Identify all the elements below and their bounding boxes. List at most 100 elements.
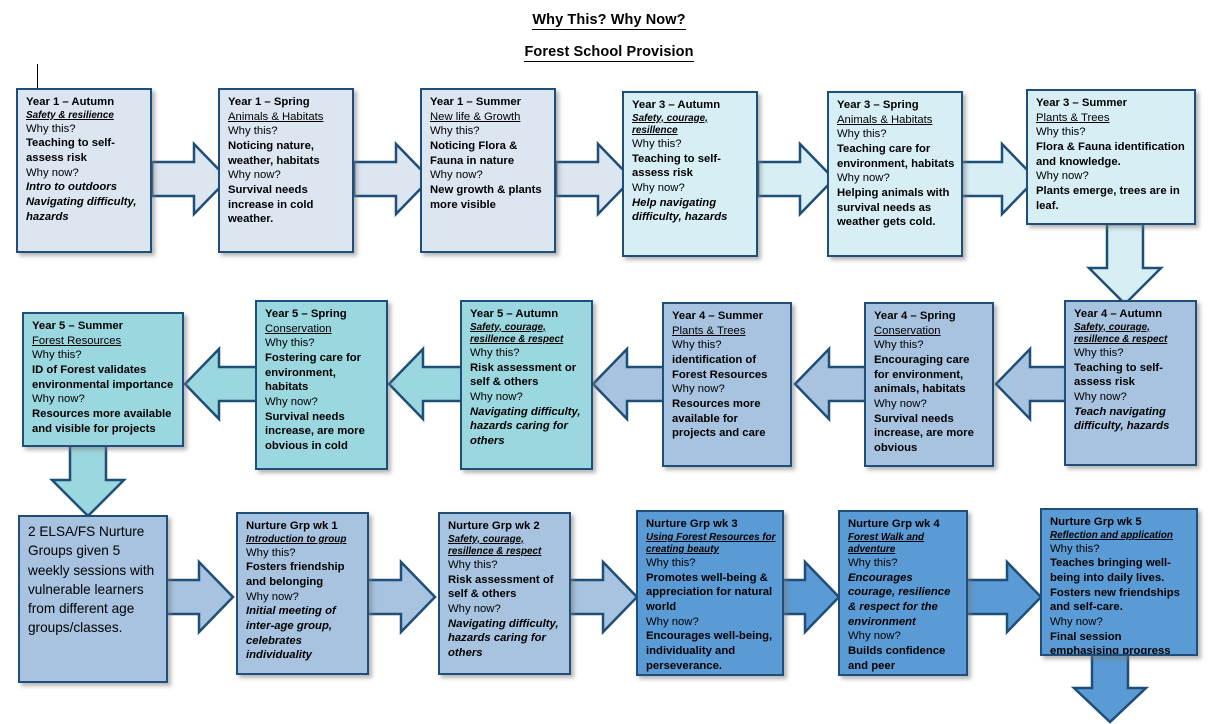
why-now-answer: Survival needs increase in cold weather. — [228, 184, 314, 226]
why-now-label: Why now? — [246, 590, 299, 603]
node-heading: Nurture Grp wk 2 — [448, 520, 540, 532]
node-year4-autumn[interactable]: Year 4 – Autumn Safety, courage, resille… — [1064, 300, 1197, 466]
node-subtitle: Plants & Trees — [672, 324, 746, 337]
why-this-answer: ID of Forest validates environmental imp… — [32, 364, 174, 391]
node-subtitle: Plants & Trees — [1036, 111, 1110, 124]
node-elsa-nurture-groups[interactable]: 2 ELSA/FS Nurture Groups given 5 weekly … — [18, 515, 168, 683]
node-nurture-wk3[interactable]: Nurture Grp wk 3 Using Forest Resources … — [636, 510, 784, 676]
why-now-label: Why now? — [26, 166, 79, 179]
node-subtitle: Animals & Habitats — [837, 113, 933, 126]
why-this-answer: Encouraging care for environment, animal… — [874, 354, 970, 396]
why-this-label: Why this? — [874, 339, 924, 352]
why-this-label: Why this? — [470, 346, 520, 359]
why-this-label: Why this? — [1050, 542, 1100, 555]
why-now-answer: Navigating difficulty, hazards caring fo… — [470, 405, 581, 447]
arrow-r2-2 — [387, 345, 467, 423]
node-subtitle: Safety, courage, resillence & respect — [1074, 321, 1168, 345]
node-heading: Year 5 – Spring — [265, 308, 347, 320]
why-now-answer: Help navigating difficulty, hazards — [632, 196, 728, 224]
page-subtitle-text: Forest School Provision — [524, 44, 694, 62]
why-this-label: Why this? — [1074, 346, 1124, 359]
why-this-answer: Teaches bringing well-being into daily l… — [1050, 557, 1180, 614]
why-now-answer: Builds confidence and peer cooperation — [848, 644, 946, 672]
why-this-label: Why this? — [228, 125, 278, 138]
node-heading: Year 3 – Spring — [837, 99, 919, 111]
node-heading: Year 1 – Spring — [228, 96, 310, 108]
why-now-answer: New growth & plants more visible — [430, 184, 542, 211]
why-now-label: Why now? — [1050, 616, 1103, 629]
why-now-label: Why now? — [265, 396, 318, 409]
why-now-answer: Survival needs increase, are more obviou… — [874, 412, 974, 455]
node-heading: Year 5 – Autumn — [470, 308, 559, 320]
why-this-label: Why this? — [1036, 126, 1086, 139]
why-this-answer: Risk assessment of self & others — [448, 573, 554, 601]
why-now-answer: Navigating difficulty, hazards caring fo… — [448, 617, 559, 659]
why-now-answer: Helping animals with survival needs as w… — [837, 187, 950, 229]
node-year3-summer[interactable]: Year 3 – Summer Plants & Trees Why this?… — [1026, 89, 1196, 225]
node-heading: Year 1 – Autumn — [26, 96, 115, 108]
node-subtitle: New life & Growth — [430, 110, 521, 123]
node-nurture-wk1[interactable]: Nurture Grp wk 1 Introduction to group W… — [236, 512, 369, 675]
why-this-label: Why this? — [448, 558, 498, 571]
node-subtitle: Safety, courage, resillence & respect — [470, 321, 564, 345]
node-heading: Year 4 – Autumn — [1074, 308, 1163, 320]
why-this-answer: Flora & Fauna identification and knowled… — [1036, 141, 1185, 168]
node-subtitle: Forest Resources — [32, 334, 122, 347]
node-heading: Year 4 – Spring — [874, 310, 956, 322]
why-now-answer: Initial meeting of inter-age group, cele… — [246, 605, 336, 662]
arrow-r2-1 — [183, 345, 263, 423]
arrow-r3-5 — [963, 558, 1043, 636]
why-now-answer: Encourages well-being, individuality and… — [646, 630, 773, 672]
node-year3-spring[interactable]: Year 3 – Spring Animals & Habitats Why t… — [827, 91, 963, 257]
arrow-r1-1 — [150, 140, 230, 218]
node-year3-autumn[interactable]: Year 3 – Autumn Safety, courage, resille… — [622, 91, 758, 257]
why-this-label: Why this? — [265, 337, 315, 350]
why-this-label: Why this? — [848, 556, 898, 569]
node-subtitle: Conservation — [265, 322, 332, 335]
why-now-label: Why now? — [470, 390, 523, 403]
node-heading: Year 3 – Autumn — [632, 99, 721, 111]
node-heading: Nurture Grp wk 4 — [848, 518, 940, 530]
arrow-exit-bottom — [1070, 650, 1150, 724]
arrow-r1-3 — [554, 140, 634, 218]
why-this-label: Why this? — [837, 128, 887, 141]
node-year5-summer[interactable]: Year 5 – Summer Forest Resources Why thi… — [22, 312, 184, 447]
node-year5-spring[interactable]: Year 5 – Spring Conservation Why this? F… — [255, 300, 388, 470]
why-this-answer: Fostering care for environment, habitats — [265, 352, 362, 394]
why-this-label: Why this? — [672, 339, 722, 352]
node-year1-summer[interactable]: Year 1 – Summer New life & Growth Why th… — [420, 88, 556, 253]
node-year1-autumn[interactable]: Year 1 – Autumn Safety & resilience Why … — [16, 88, 152, 253]
node-year5-autumn[interactable]: Year 5 – Autumn Safety, courage, resille… — [460, 300, 593, 470]
why-now-label: Why now? — [228, 169, 281, 182]
arrow-r2-3 — [591, 345, 671, 423]
node-year4-summer[interactable]: Year 4 – Summer Plants & Trees Why this?… — [662, 302, 792, 467]
node-nurture-wk4[interactable]: Nurture Grp wk 4 Forest Walk and adventu… — [838, 510, 968, 676]
page-subtitle: Forest School Provision — [0, 44, 1218, 62]
why-now-label: Why now? — [672, 383, 725, 396]
why-now-label: Why now? — [1036, 170, 1089, 183]
node-heading: Nurture Grp wk 5 — [1050, 516, 1142, 528]
arrow-r1-2 — [352, 140, 432, 218]
node-nurture-wk2[interactable]: Nurture Grp wk 2 Safety, courage, resill… — [438, 512, 571, 675]
node-heading: Year 3 – Summer — [1036, 97, 1128, 109]
page-title: Why This? Why Now? — [0, 12, 1218, 30]
why-this-answer: Teaching to self-assess risk — [26, 137, 115, 165]
why-now-answer: Resources more available and visible for… — [32, 408, 172, 435]
node-heading: Nurture Grp wk 1 — [246, 520, 338, 532]
top-left-tick-mark — [37, 64, 38, 90]
node-nurture-wk5[interactable]: Nurture Grp wk 5 Reflection and applicat… — [1040, 508, 1198, 656]
why-now-label: Why now? — [32, 393, 85, 406]
why-now-answer: Teach navigating difficulty, hazards — [1074, 405, 1170, 433]
node-subtitle: Conservation — [874, 324, 941, 337]
why-this-answer: Encourages courage, resilience & respect… — [848, 571, 951, 628]
why-this-answer: Promotes well-being & appreciation for n… — [646, 571, 773, 613]
page-title-text: Why This? Why Now? — [532, 12, 686, 30]
node-subtitle: Using Forest Resources for creating beau… — [646, 531, 776, 555]
why-now-label: Why now? — [874, 398, 927, 411]
why-now-answer: Plants emerge, trees are in leaf. — [1036, 185, 1180, 212]
node-year1-spring[interactable]: Year 1 – Spring Animals & Habitats Why t… — [218, 88, 354, 253]
node-year4-spring[interactable]: Year 4 – Spring Conservation Why this? E… — [864, 302, 994, 467]
node-heading: Year 4 – Summer — [672, 310, 764, 322]
why-this-label: Why this? — [246, 546, 296, 559]
